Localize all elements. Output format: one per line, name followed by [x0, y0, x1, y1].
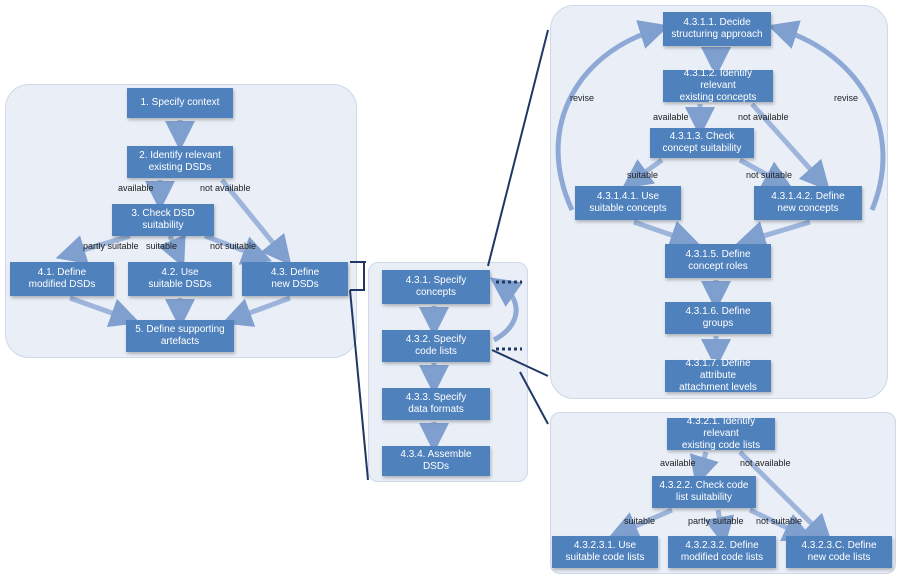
box-define-artefacts[interactable]: 5. Define supporting artefacts: [126, 320, 234, 352]
arrow-43-5: [221, 295, 291, 327]
label-suitable: suitable: [146, 241, 178, 251]
box-specify-concepts[interactable]: 4.3.1. Specify concepts: [382, 270, 490, 304]
box-use-suitable-code-lists[interactable]: 4.3.2.3.1. Use suitable code lists: [552, 536, 658, 568]
connector-to-concepts-top: [487, 29, 549, 267]
arrow-41-5: [69, 295, 141, 328]
box-specify-code-lists[interactable]: 4.3.2. Specify code lists: [382, 330, 490, 362]
box-specify-data-formats[interactable]: 4.3.3. Specify data formats: [382, 388, 490, 420]
label-not-available: not available: [200, 183, 251, 193]
box-specify-context[interactable]: 1. Specify context: [127, 88, 233, 118]
arrow-c42-c5: [735, 219, 811, 251]
arrow-3-41: [55, 233, 131, 265]
arrow-c2-c42: [750, 102, 831, 192]
label-not-suitable: not suitable: [210, 241, 257, 251]
box-define-attachment-levels[interactable]: 4.3.1.7. Define attribute attachment lev…: [665, 358, 771, 393]
arrow-l2-l4: [704, 509, 735, 547]
arrow-l2-l5: [748, 507, 814, 542]
box-identify-concepts[interactable]: 4.3.1.2. Identify relevant existing conc…: [663, 68, 773, 103]
arrow-3-43: [204, 233, 273, 265]
box-define-new-dsds[interactable]: 4.3. Define new DSDs: [242, 262, 348, 296]
box-check-code-list-suitability[interactable]: 4.3.2.2. Check code list suitability: [652, 476, 756, 508]
revise-curve-left: [555, 20, 670, 212]
label-revise-right: revise: [834, 93, 859, 103]
connector-43-lower: [349, 289, 369, 481]
label-revise-left: revise: [570, 93, 595, 103]
box-define-modified-dsds[interactable]: 4.1. Define modified DSDs: [10, 262, 114, 296]
revise-curve-middle: [489, 277, 523, 343]
connector-to-codelists: [519, 371, 549, 425]
connector-43-to-steps: [350, 261, 365, 291]
box-define-groups[interactable]: 4.3.1.6. Define groups: [665, 302, 771, 334]
label-codelists-suitable: suitable: [624, 516, 656, 526]
arrow-3-42: [158, 234, 186, 268]
revise-curve-right: [767, 20, 886, 211]
box-define-new-concepts[interactable]: 4.3.1.4.2. Define new concepts: [754, 186, 862, 220]
label-concepts-not-available: not available: [738, 112, 789, 122]
box-check-concept-suitability[interactable]: 4.3.1.3. Check concept suitability: [650, 128, 754, 158]
label-codelists-available: available: [660, 458, 696, 468]
label-codelists-not-available: not available: [740, 458, 791, 468]
label-concepts-not-suitable: not suitable: [746, 170, 793, 180]
box-define-modified-code-lists[interactable]: 4.3.2.3.2. Define modified code lists: [668, 536, 776, 568]
arrow-l1-l2: [689, 451, 719, 487]
label-codelists-partly: partly suitable: [688, 516, 744, 526]
label-partly-suitable: partly suitable: [83, 241, 139, 251]
arrow-c3-c42: [738, 157, 794, 190]
arrow-l2-l3: [608, 507, 674, 540]
box-identify-dsds[interactable]: 2. Identify relevant existing DSDs: [127, 146, 233, 178]
box-define-concept-roles[interactable]: 4.3.1.5. Define concept roles: [665, 244, 771, 278]
box-decide-structuring[interactable]: 4.3.1.1. Decide structuring approach: [663, 12, 771, 46]
connector-to-concepts-bottom: [491, 349, 549, 377]
box-assemble-dsds[interactable]: 4.3.4. Assemble DSDs: [382, 446, 490, 476]
label-concepts-available: available: [653, 112, 689, 122]
label-concepts-suitable: suitable: [627, 170, 659, 180]
arrow-c41-c5: [633, 219, 701, 250]
box-use-suitable-concepts[interactable]: 4.3.1.4.1. Use suitable concepts: [575, 186, 681, 220]
label-available: available: [118, 183, 154, 193]
box-check-dsd[interactable]: 3. Check DSD suitability: [112, 204, 214, 236]
box-use-suitable-dsds[interactable]: 4.2. Use suitable DSDs: [128, 262, 232, 296]
label-codelists-not-suitable: not suitable: [756, 516, 803, 526]
box-identify-code-lists[interactable]: 4.3.2.1. Identify relevant existing code…: [667, 416, 775, 451]
arrow-c3-c41: [621, 157, 664, 189]
box-define-new-code-lists[interactable]: 4.3.2.3.C. Define new code lists: [786, 536, 892, 568]
